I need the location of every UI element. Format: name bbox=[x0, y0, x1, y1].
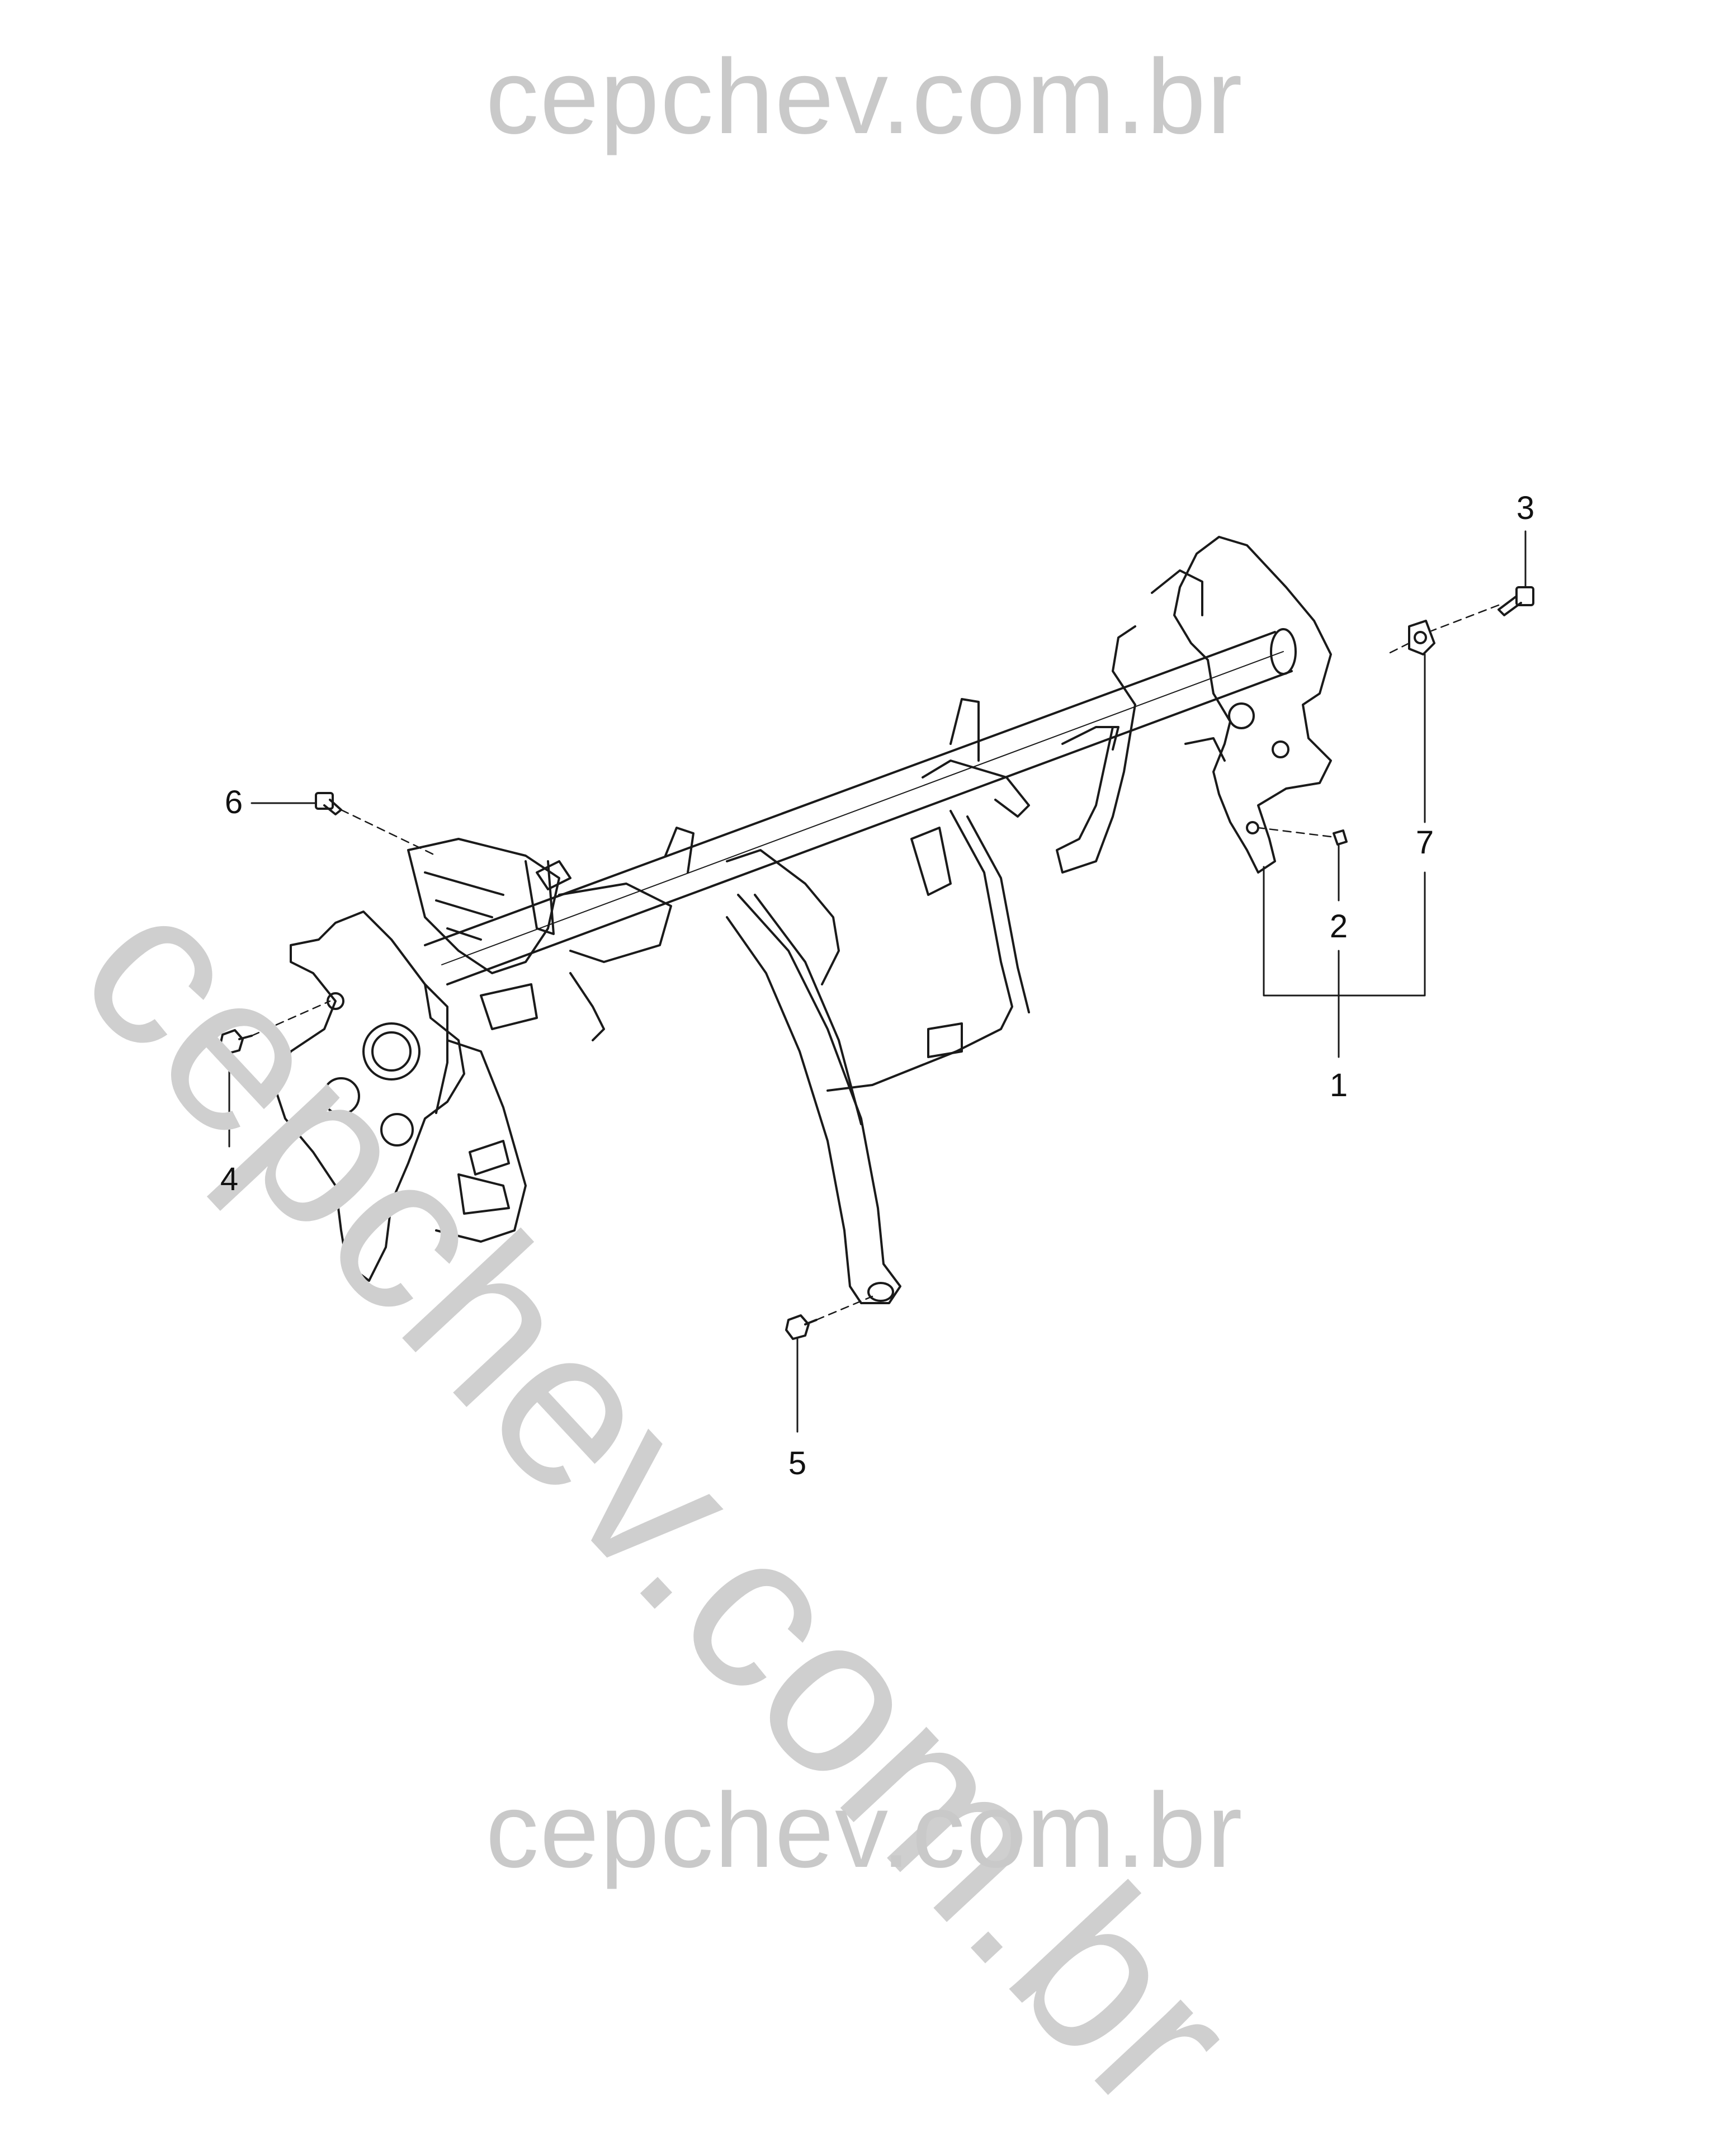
callout-6: 6 bbox=[224, 784, 243, 820]
fastener-2-clip bbox=[1333, 829, 1348, 846]
watermark-bottom: cepchev.com.br bbox=[485, 1771, 1244, 1890]
floor-support-leg bbox=[664, 827, 901, 1304]
fastener-3-bolt bbox=[1497, 586, 1534, 616]
left-upper-block bbox=[536, 860, 571, 890]
center-upper-bracket bbox=[922, 698, 1119, 818]
callout-7: 7 bbox=[1415, 824, 1434, 861]
center-stack-support bbox=[826, 810, 1030, 1092]
exploded-parts-diagram bbox=[219, 530, 1534, 1433]
callout-1: 1 bbox=[1329, 1067, 1348, 1103]
cross-car-beam bbox=[424, 628, 1297, 985]
right-end-bracket bbox=[1056, 536, 1332, 874]
fastener-5-nut bbox=[785, 1314, 818, 1340]
fastener-7-nut-clip bbox=[1408, 620, 1435, 655]
callout-4: 4 bbox=[220, 1161, 239, 1197]
assembly-dash-lines bbox=[251, 604, 1500, 1321]
callout-leader-lines bbox=[228, 530, 1527, 1433]
watermark-top: cepchev.com.br bbox=[485, 37, 1244, 156]
fastener-6-bolt bbox=[315, 792, 342, 815]
callout-2: 2 bbox=[1329, 908, 1348, 945]
left-end-bracket bbox=[273, 838, 672, 1282]
fastener-4-nut bbox=[219, 1029, 253, 1055]
callout-3: 3 bbox=[1516, 490, 1535, 526]
callout-5: 5 bbox=[788, 1445, 807, 1482]
